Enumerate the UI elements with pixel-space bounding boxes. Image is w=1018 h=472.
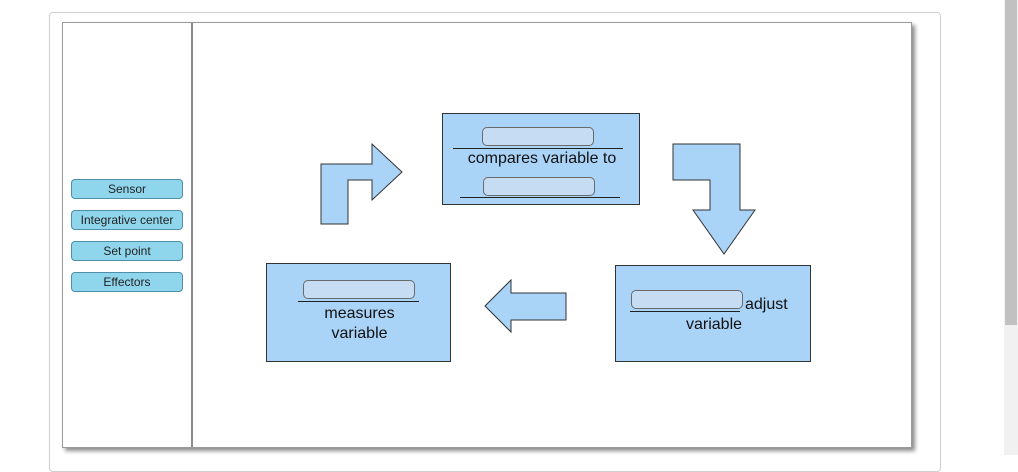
left-box-label-line2: variable <box>331 325 388 342</box>
sensor-box: measures variable <box>266 263 451 362</box>
chip-sensor[interactable]: Sensor <box>71 179 183 199</box>
right-box-label-line2: variable <box>685 316 743 333</box>
underline <box>630 311 740 312</box>
underline <box>453 148 623 149</box>
right-box-label-suffix: adjust <box>745 296 788 313</box>
left-arrow-icon <box>484 278 567 334</box>
diagram-canvas: compares variable to measures variable a… <box>193 23 911 447</box>
bent-arrow-down-icon <box>672 143 756 255</box>
integrative-center-box: compares variable to <box>442 113 640 205</box>
effectors-box: adjust variable <box>615 265 811 362</box>
chip-set-point[interactable]: Set point <box>71 241 183 261</box>
chip-integrative-center[interactable]: Integrative center <box>71 210 183 230</box>
drop-slot-left[interactable] <box>303 280 415 299</box>
scrollbar-thumb[interactable] <box>1005 0 1017 325</box>
bent-arrow-up-right-icon <box>320 142 403 225</box>
page-scrollbar[interactable] <box>1004 0 1018 455</box>
word-bank: Sensor Integrative center Set point Effe… <box>63 23 193 447</box>
drop-slot-set-point[interactable] <box>483 177 595 196</box>
top-box-label: compares variable to <box>467 150 617 167</box>
drop-slot-top[interactable] <box>482 127 594 146</box>
left-box-label-line1: measures <box>324 305 395 322</box>
drop-slot-right[interactable] <box>631 290 743 309</box>
drag-drop-activity: Sensor Integrative center Set point Effe… <box>62 22 912 448</box>
underline <box>460 197 620 198</box>
chip-effectors[interactable]: Effectors <box>71 272 183 292</box>
underline <box>298 301 419 302</box>
